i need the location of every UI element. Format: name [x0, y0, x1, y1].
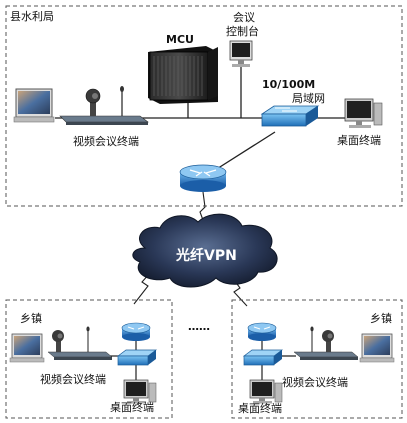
town-right-tv-icon — [359, 333, 395, 363]
town-right-camera-icon — [322, 330, 334, 352]
console-pc-icon — [229, 40, 253, 67]
county-router-icon — [179, 164, 227, 192]
county-frame — [5, 5, 403, 207]
town-left-frame — [5, 299, 173, 419]
console-label-line1: 会议 — [233, 11, 255, 24]
town-right-codec-icon — [293, 351, 359, 360]
more-towns-ellipsis: …… — [188, 320, 210, 333]
town-right-switch-icon — [242, 349, 284, 366]
town-right-desktop-label: 桌面终端 — [238, 401, 282, 415]
microphone-icon — [120, 86, 124, 116]
town-left-tv-icon — [9, 333, 45, 363]
town-left-title: 乡镇 — [20, 311, 42, 325]
county-desktop-label: 桌面终端 — [337, 133, 381, 147]
lan-switch-icon — [260, 105, 320, 127]
tv-monitor-icon — [13, 88, 55, 123]
town-right-desktop-pc-icon — [249, 379, 283, 404]
county-video-terminal-label: 视频会议终端 — [73, 134, 139, 148]
town-left-camera-icon — [52, 330, 64, 352]
town-left-switch-icon — [116, 349, 158, 366]
town-left-codec-icon — [47, 351, 113, 360]
console-label-line2: 控制台 — [226, 24, 259, 38]
town-left-video-terminal-label: 视频会议终端 — [40, 372, 106, 386]
town-right-video-terminal-label: 视频会议终端 — [282, 375, 348, 389]
town-right-router-icon — [247, 322, 277, 341]
video-codec-icon — [59, 115, 149, 125]
mcu-server-icon — [148, 46, 218, 104]
lan-speed-label: 10/100M — [262, 78, 315, 91]
vpn-label: 光纤VPN — [175, 247, 237, 264]
town-left-microphone-icon — [86, 326, 90, 352]
vpn-cloud-icon — [132, 213, 278, 288]
county-title: 县水利局 — [10, 10, 54, 23]
camera-icon — [85, 88, 101, 116]
town-right-title: 乡镇 — [370, 311, 392, 325]
town-right-microphone-icon — [310, 326, 314, 352]
town-left-desktop-label: 桌面终端 — [110, 400, 154, 414]
desktop-pc-icon — [344, 98, 383, 128]
town-left-desktop-pc-icon — [123, 379, 157, 404]
town-left-router-icon — [121, 322, 151, 341]
mcu-label: MCU — [166, 33, 194, 46]
town-right-frame — [231, 299, 403, 419]
lan-label: 局域网 — [292, 92, 325, 105]
